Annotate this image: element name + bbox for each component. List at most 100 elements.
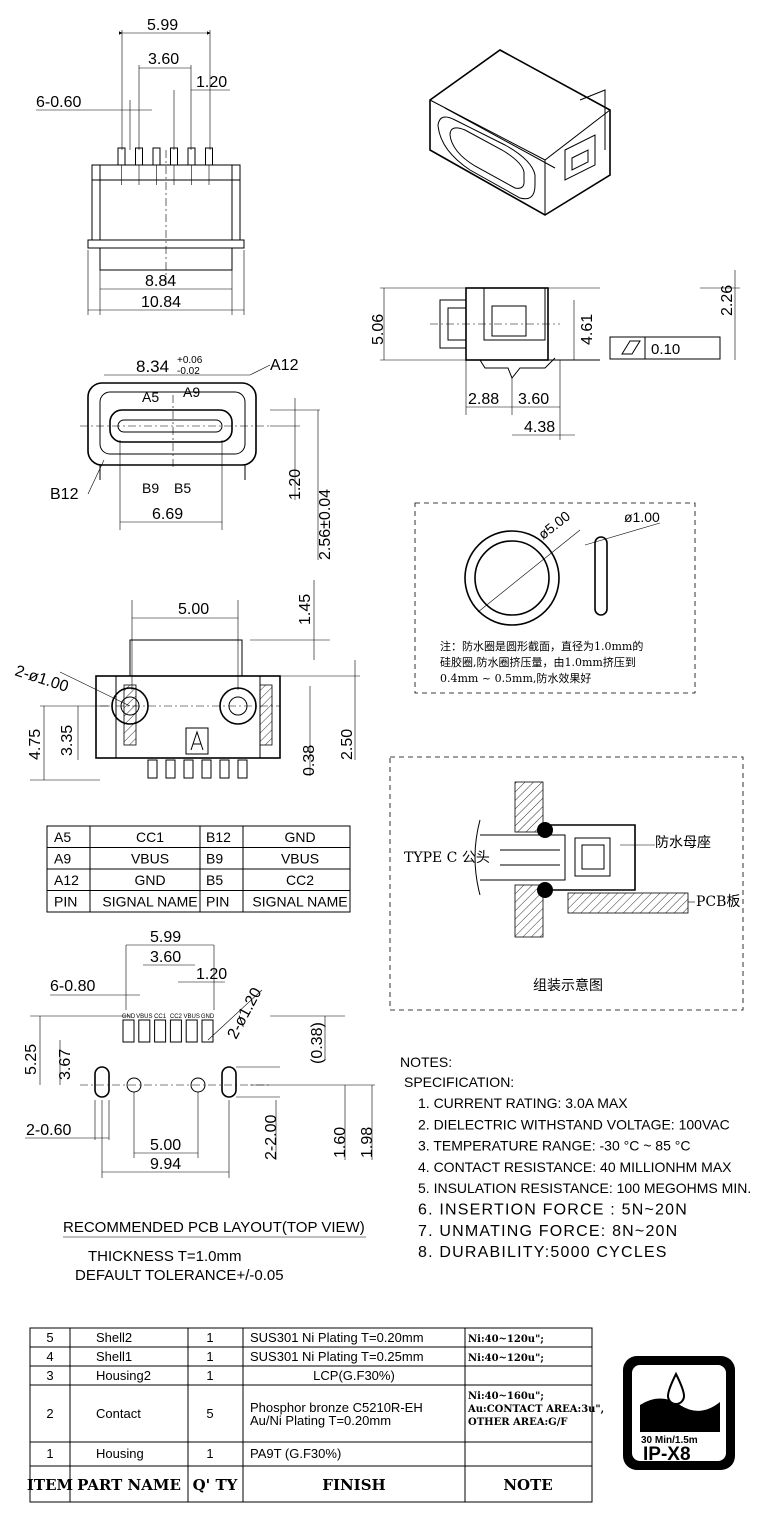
- pin-table-cell: A5: [54, 829, 71, 845]
- pcb-layout-title: RECOMMENDED PCB LAYOUT(TOP VIEW): [63, 1219, 365, 1236]
- dim-5-06: 5.06: [370, 314, 387, 345]
- bom-cell: 4: [46, 1349, 53, 1364]
- pin-table-cell: GND: [134, 872, 165, 888]
- top-view-pin: [117, 147, 126, 166]
- pcb-pad: [201, 1019, 214, 1043]
- pin-table-cell: PIN: [54, 894, 77, 910]
- bom-cell: Ni:40~160u";: [468, 1391, 544, 1402]
- oring-note-1: 注：防水圈是圆形截面，直径为1.0mm的: [440, 639, 643, 653]
- dim-1-20: 1.20: [196, 74, 227, 91]
- rear-view-pin: [201, 759, 212, 779]
- pin-table-cell: B5: [206, 872, 223, 888]
- tol-minus: -0.02: [177, 366, 200, 377]
- bom-header: FINISH: [322, 1476, 385, 1494]
- dim-2-26: 2.26: [719, 285, 736, 316]
- label-type-c-plug: TYPE C 公头: [404, 850, 490, 866]
- pcb-dim-3-60: 3.60: [150, 949, 181, 966]
- dim-3-60-side: 3.60: [518, 391, 549, 408]
- bom-cell: LCP(G.F30%): [313, 1368, 395, 1383]
- pcb-pad: [154, 1019, 167, 1043]
- pin-table-cell: A12: [54, 872, 79, 888]
- dim-3-35: 3.35: [59, 725, 76, 756]
- top-view-pin: [170, 147, 178, 166]
- rear-view-pin: [237, 759, 248, 779]
- dim-10-84: 10.84: [141, 294, 181, 311]
- bom-cell: 1: [46, 1446, 53, 1461]
- bom-cell: 1: [206, 1349, 213, 1364]
- bom-cell: 5: [206, 1406, 213, 1421]
- pin-table-cell: CC1: [136, 829, 164, 845]
- label-a5: A5: [142, 389, 159, 405]
- pin-table-cell: B9: [206, 851, 223, 867]
- oring-note-3: 0.4mm ~ 0.5mm,防水效果好: [440, 671, 591, 685]
- pin-table-cell: VBUS: [281, 851, 319, 867]
- badge-rating: 30 Min/1.5m: [641, 1435, 698, 1446]
- pcb-pad: [122, 1019, 135, 1043]
- pcb-dim-5-25: 5.25: [23, 1044, 40, 1075]
- dim-2-88: 2.88: [468, 391, 499, 408]
- label-waterproof-socket: 防水母座: [655, 835, 711, 851]
- bom-cell: Housing: [96, 1446, 144, 1461]
- label-b5: B5: [174, 480, 191, 496]
- pcb-dim-5-00: 5.00: [150, 1137, 181, 1154]
- dim-5-99: 5.99: [147, 17, 178, 34]
- dim-1-45: 1.45: [297, 594, 314, 625]
- note-item: 7. UNMATING FORCE: 8N~20N: [418, 1223, 678, 1240]
- pcb-pad-label: CC1: [154, 1014, 167, 1020]
- dim-8-84: 8.84: [145, 273, 176, 290]
- note-item: 1. CURRENT RATING: 3.0A MAX: [418, 1095, 628, 1111]
- pin-table-cell: CC2: [286, 872, 314, 888]
- bom-header: Q' TY: [193, 1476, 238, 1494]
- top-view: 5.99 3.60 1.20 6-0.60 8.84 10.84: [36, 17, 245, 315]
- dim-8-34: 8.34: [136, 357, 169, 376]
- pcb-dim-0-38: (0.38): [309, 1022, 326, 1064]
- pcb-dim-1-20: 1.20: [196, 966, 227, 983]
- rear-view-pin: [165, 759, 176, 779]
- bom-cell: Housing2: [96, 1368, 151, 1383]
- bom-cell: SUS301 Ni Plating T=0.20mm: [250, 1330, 424, 1345]
- bom-header: PART NAME: [77, 1476, 181, 1494]
- bom-cell: 1: [206, 1330, 213, 1345]
- bom-cell: Au:CONTACT AREA:3u",: [467, 1404, 604, 1415]
- note-item: 3. TEMPERATURE RANGE: -30 °C ~ 85 °C: [418, 1138, 690, 1154]
- rear-view: 5.00 1.45 2-ø1.00 3.35 4.75 0.38 2.50: [13, 580, 360, 781]
- rear-view-pin: [183, 759, 194, 779]
- bom-cell: Contact: [96, 1406, 141, 1421]
- bom-cell: SUS301 Ni Plating T=0.25mm: [250, 1349, 424, 1364]
- badge-code: IP-X8: [643, 1444, 691, 1465]
- bom-cell: Shell2: [96, 1330, 132, 1345]
- dim-4-38: 4.38: [524, 419, 555, 436]
- pcb-dim-2-o1-20: 2-ø1.20: [225, 985, 266, 1042]
- front-view: 8.34 +0.06 -0.02 A12 A5 A9 1.20 2.56±0.0…: [50, 355, 334, 560]
- ipx8-badge: 30 Min/1.5m IP-X8: [623, 1356, 735, 1470]
- bom-cell: 1: [206, 1368, 213, 1383]
- pcb-pad-label: VBUS: [184, 1014, 200, 1020]
- oring-note-2: 硅胶圈,防水圈挤压量，由1.0mm挤压到: [440, 655, 636, 669]
- assembly-caption: 组装示意图: [533, 977, 603, 994]
- label-a12: A12: [270, 357, 299, 374]
- assembly-diagram: TYPE C 公头 防水母座 PCB板 组装示意图: [389, 756, 744, 1011]
- pcb-thickness: THICKNESS T=1.0mm: [88, 1248, 242, 1265]
- pcb-dim-1-60: 1.60: [332, 1127, 349, 1158]
- dim-0-38: 0.38: [301, 745, 318, 776]
- bom-cell: OTHER AREA:G/F: [468, 1417, 567, 1428]
- bom-cell: Au/Ni Plating T=0.20mm: [250, 1413, 391, 1428]
- pcb-dim-6-0-80: 6-0.80: [50, 978, 95, 995]
- side-view: 5.06 4.61 2.26 0.10 2.88 3.60 4.38: [370, 270, 740, 440]
- note-item: 4. CONTACT RESISTANCE: 40 MILLIONHM MAX: [418, 1159, 732, 1175]
- dim-6-0-60: 6-0.60: [36, 94, 81, 111]
- notes-heading: NOTES:: [400, 1054, 452, 1070]
- pcb-dim-3-67: 3.67: [57, 1049, 74, 1080]
- pin-table-cell: PIN: [206, 894, 229, 910]
- rear-view-pin: [147, 759, 158, 779]
- dim-1-20-front: 1.20: [287, 469, 304, 500]
- dim-5-00: 5.00: [178, 601, 209, 618]
- top-view-pin: [152, 147, 161, 166]
- note-item: 5. INSULATION RESISTANCE: 100 MEGOHMS MI…: [418, 1180, 751, 1196]
- note-item: 6. INSERTION FORCE : 5N~20N: [418, 1202, 688, 1219]
- pcb-dim-5-99: 5.99: [150, 929, 181, 946]
- bom-cell: 3: [46, 1368, 53, 1383]
- pin-table-cell: SIGNAL NAME: [102, 894, 197, 910]
- pin-table-cell: A9: [54, 851, 71, 867]
